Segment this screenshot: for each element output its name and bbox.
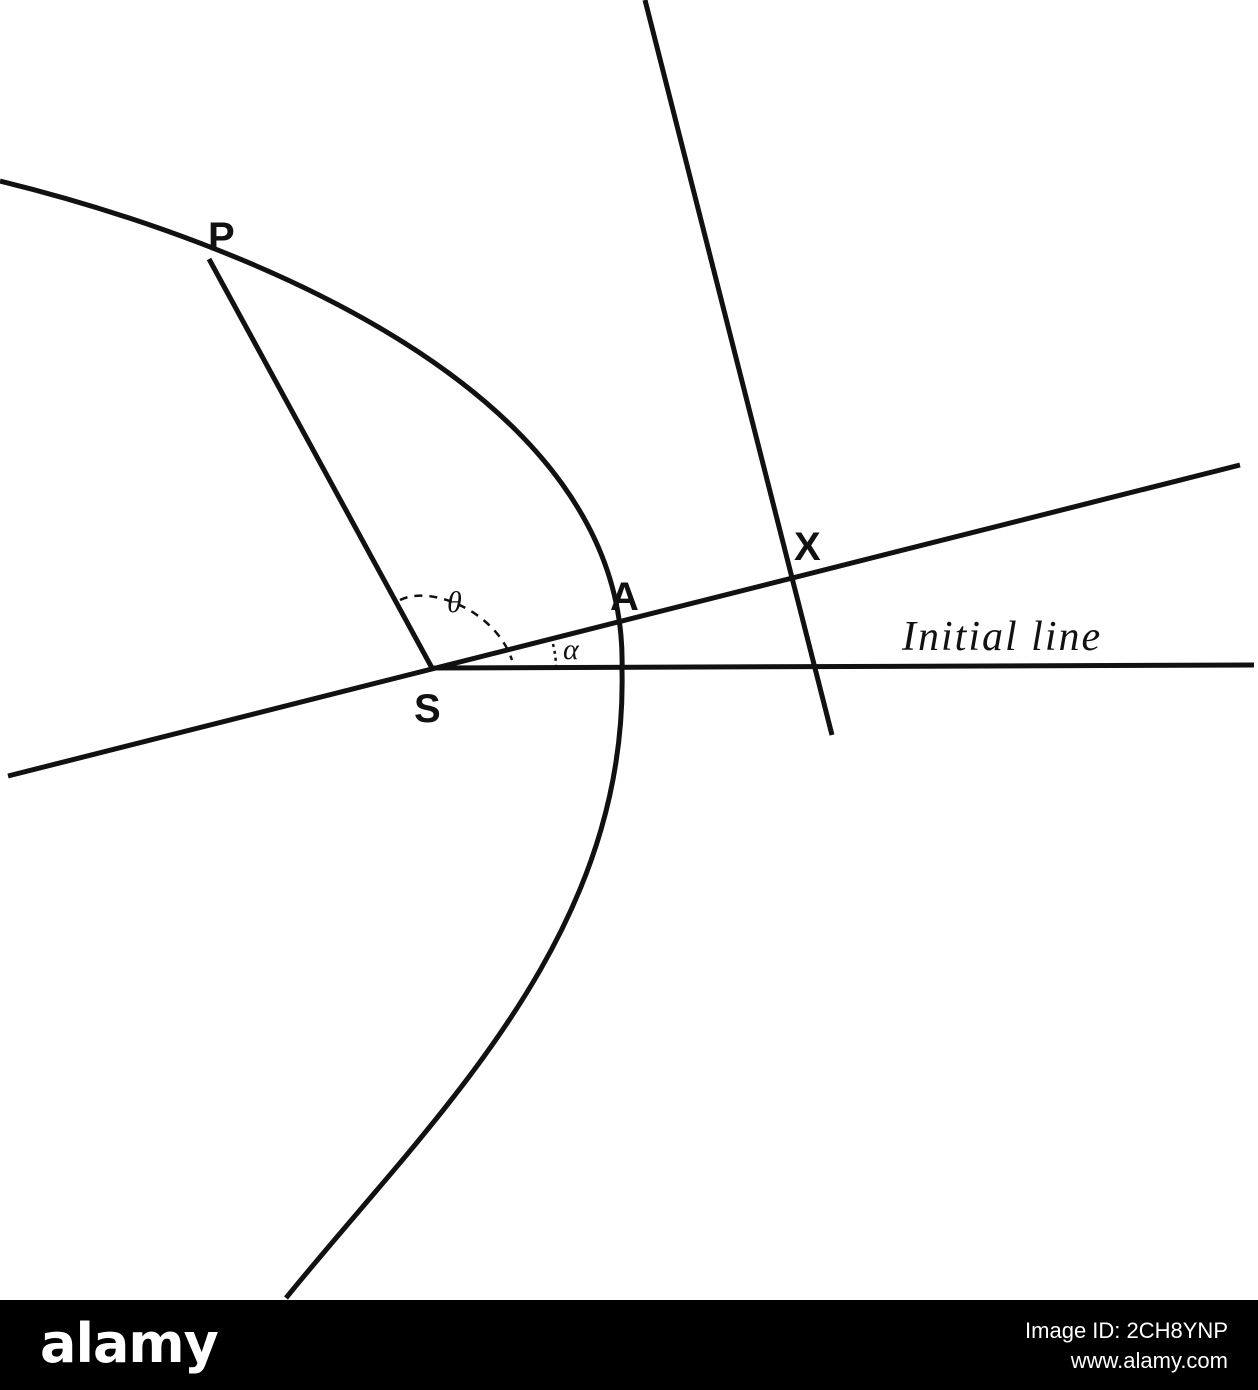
- theta-arc: [399, 594, 514, 661]
- alamy-logo: alamy: [40, 1312, 219, 1375]
- conic-diagram: P S A X θ α Initial line: [0, 0, 1255, 1300]
- label-x: X: [794, 525, 821, 569]
- axis-line: [7, 462, 1241, 779]
- site-url-text: www.alamy.com: [1070, 1348, 1228, 1373]
- alpha-arc: [551, 643, 558, 669]
- label-a: A: [610, 575, 639, 619]
- diagram-svg: P S A X θ α Initial line: [0, 0, 1255, 1300]
- label-s: S: [414, 687, 441, 731]
- label-alpha: α: [563, 633, 580, 666]
- label-p: P: [208, 215, 235, 259]
- radius-vector-sp: [206, 257, 435, 670]
- directrix-line: [642, 0, 835, 736]
- label-theta: θ: [447, 586, 462, 619]
- watermark-meta: Image ID: 2CH8YNP www.alamy.com: [1025, 1316, 1228, 1376]
- watermark-bar: alamy Image ID: 2CH8YNP www.alamy.com: [0, 1300, 1258, 1390]
- conic-curve: [0, 178, 625, 1300]
- label-initial-line: Initial line: [901, 614, 1102, 660]
- initial-line: [431, 662, 1255, 671]
- image-id-text: Image ID: 2CH8YNP: [1025, 1318, 1228, 1343]
